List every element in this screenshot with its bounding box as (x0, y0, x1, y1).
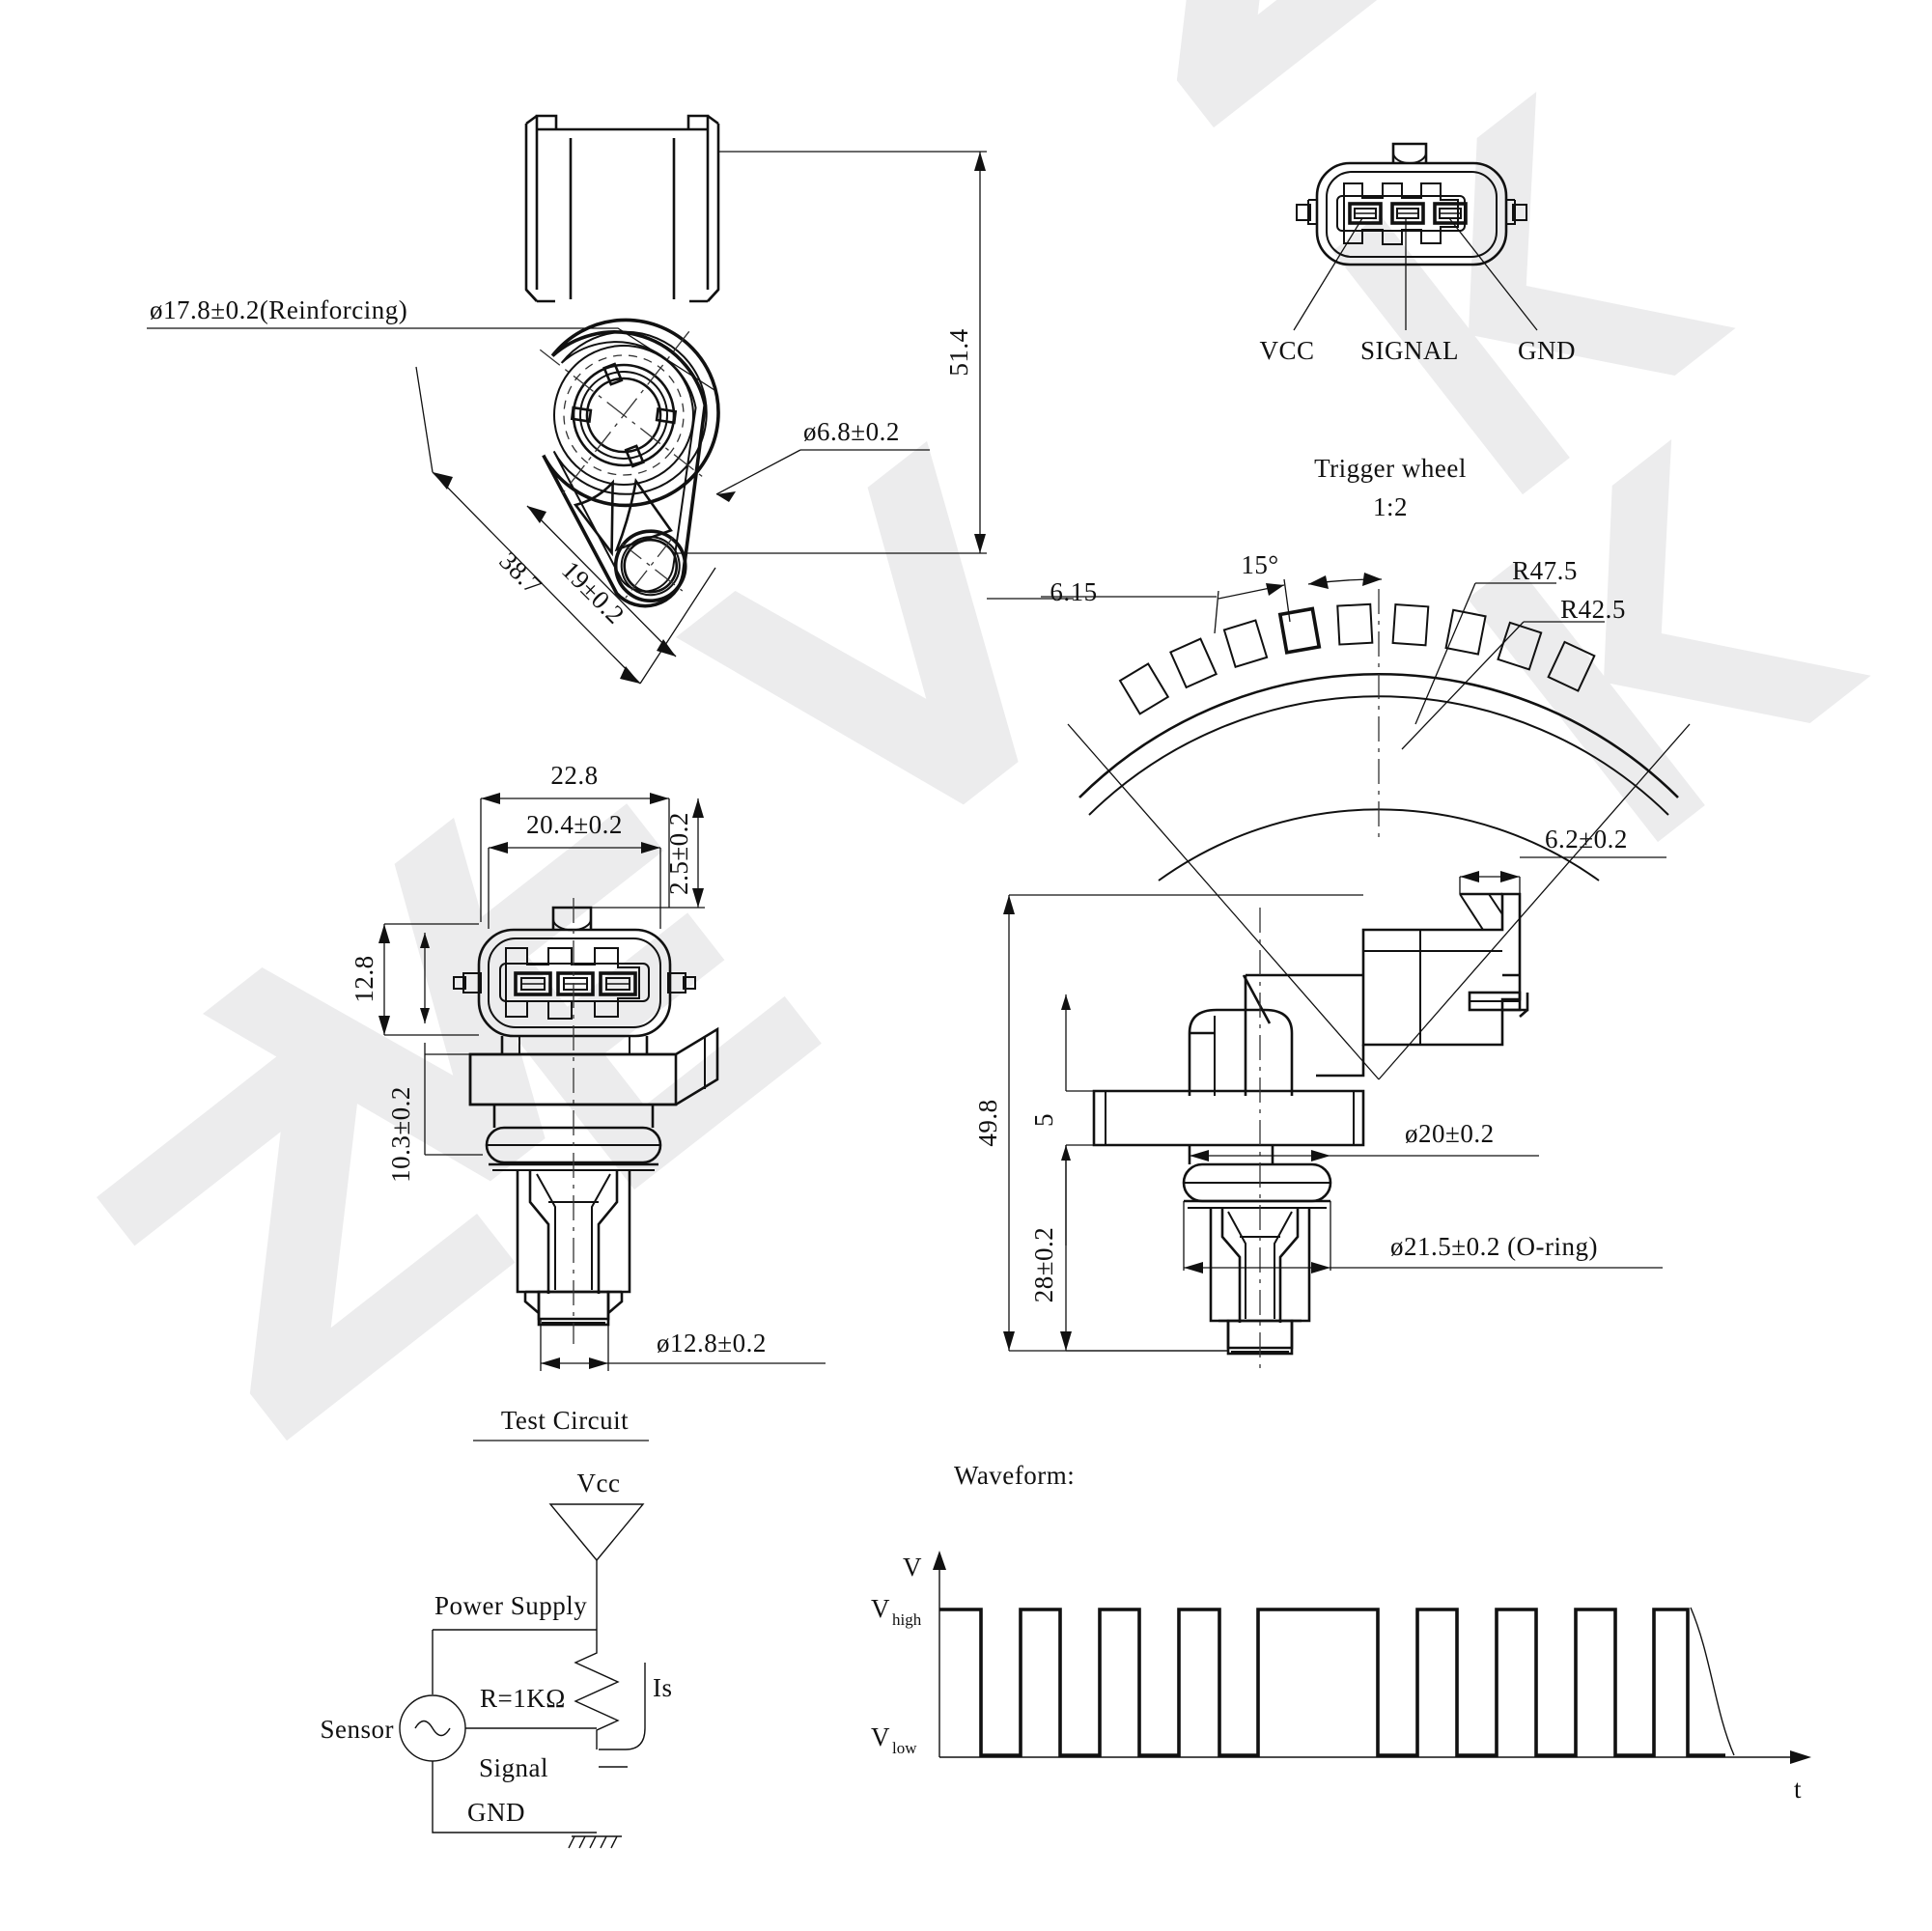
trigger-wheel-view: Trigger wheel 1:2 (987, 454, 1691, 1080)
dim-228: 22.8 (480, 761, 670, 922)
dim-tip-dia-label: ø12.8±0.2 (657, 1329, 767, 1357)
dim-bolt-hole-label: ø6.8±0.2 (803, 417, 900, 446)
test-circuit: Test Circuit Vcc Power Supply R=1KΩ Is S… (321, 1406, 673, 1849)
dim-5: 5 (1029, 994, 1094, 1245)
dim-height-514-label: 51.4 (944, 328, 973, 376)
gnd-label: GND (467, 1798, 525, 1827)
side-view-flange (1092, 1089, 1365, 1147)
front-view-connector (453, 906, 696, 1054)
dim-center-19-label: 19±0.2 (556, 555, 630, 630)
dim-overall-387: 38.7 (415, 366, 716, 685)
waveform-axis-y: V (903, 1553, 922, 1581)
front-view: 22.8 20.4±0.2 2.5±0.2 12.8 (350, 761, 826, 1371)
svg-text:high: high (892, 1610, 922, 1629)
dim-height-514: 51.4 (676, 151, 987, 554)
sensor-label: Sensor (321, 1715, 395, 1744)
dim-28-label: 28±0.2 (1029, 1227, 1058, 1303)
dim-128-label: 12.8 (350, 955, 378, 1002)
svg-text:V: V (871, 1594, 890, 1623)
pin-label-gnd: GND (1518, 336, 1576, 365)
dim-498-label: 49.8 (973, 1099, 1002, 1146)
resistor-label: R=1KΩ (480, 1684, 566, 1713)
top-view-connector-body (524, 114, 720, 303)
pin-label-vcc: VCC (1259, 336, 1314, 365)
dim-103: 10.3±0.2 (386, 1043, 483, 1183)
dim-dia215: ø21.5±0.2 (O-ring) (1183, 1201, 1663, 1273)
svg-text:V: V (871, 1722, 890, 1751)
dim-204: 20.4±0.2 (488, 810, 661, 929)
waveform-level-high: V high (871, 1594, 922, 1629)
vcc-label: Vcc (577, 1469, 621, 1497)
pin-label-signal: SIGNAL (1360, 336, 1459, 365)
waveform-chart: Waveform: V t V high V low (871, 1461, 1811, 1804)
dim-tooth-width-label: 6.15 (1050, 577, 1097, 606)
waveform-level-low: V low (871, 1722, 917, 1757)
dim-reinforcing-label: ø17.8±0.2(Reinforcing) (150, 295, 407, 324)
waveform-title: Waveform: (954, 1461, 1075, 1490)
dim-62: 6.2±0.2 (1459, 825, 1666, 894)
dim-dia215-label: ø21.5±0.2 (O-ring) (1390, 1232, 1598, 1261)
side-view-upper-body (1188, 973, 1365, 1096)
dim-62-label: 6.2±0.2 (1545, 825, 1628, 854)
dim-28: 28±0.2 (1029, 1145, 1228, 1352)
dim-overall-387-label: 38.7 (493, 546, 547, 601)
dim-103-label: 10.3±0.2 (386, 1086, 415, 1183)
trigger-wheel-title: Trigger wheel (1314, 454, 1467, 483)
dim-dia20: ø20±0.2 (1190, 1119, 1539, 1161)
trigger-wheel-scale: 1:2 (1373, 492, 1408, 521)
current-label: Is (653, 1673, 673, 1702)
side-view-connector (1361, 892, 1529, 1047)
connector-pinout-view: VCC SIGNAL GND (1259, 142, 1576, 365)
dim-tooth-pitch-label: 15° (1241, 550, 1278, 579)
dim-25-label: 2.5±0.2 (664, 812, 693, 895)
dim-radius-inner-label: R42.5 (1560, 595, 1626, 624)
dim-498: 49.8 (973, 894, 1363, 1352)
front-view-flange (468, 1026, 719, 1106)
dim-228-label: 22.8 (550, 761, 598, 790)
top-view: ø17.8±0.2(Reinforcing) ø6.8±0.2 38.7 19±… (147, 114, 987, 685)
dim-5-label: 5 (1029, 1113, 1058, 1127)
dim-204-label: 20.4±0.2 (526, 810, 623, 839)
dim-bolt-hole: ø6.8±0.2 (715, 417, 930, 502)
signal-label: Signal (479, 1753, 548, 1782)
pin-terminals (1348, 202, 1468, 225)
svg-text:low: low (892, 1739, 917, 1757)
dim-radius-outer-label: R47.5 (1512, 556, 1578, 585)
dim-tip-dia: ø12.8±0.2 (540, 1319, 826, 1371)
test-circuit-title: Test Circuit (501, 1406, 629, 1435)
dim-25: 2.5±0.2 (591, 798, 705, 909)
dim-dia20-label: ø20±0.2 (1405, 1119, 1495, 1148)
side-view: 6.2±0.2 49.8 5 28±0.2 (973, 825, 1666, 1371)
watermark (97, 0, 1871, 1441)
dim-center-19: 19±0.2 (526, 505, 677, 658)
waveform-axis-x: t (1794, 1775, 1802, 1804)
side-view-body (1182, 1145, 1332, 1209)
power-supply-label: Power Supply (434, 1591, 587, 1620)
dim-128: 12.8 (350, 923, 479, 1036)
dim-reinforcing: ø17.8±0.2(Reinforcing) (147, 295, 715, 391)
